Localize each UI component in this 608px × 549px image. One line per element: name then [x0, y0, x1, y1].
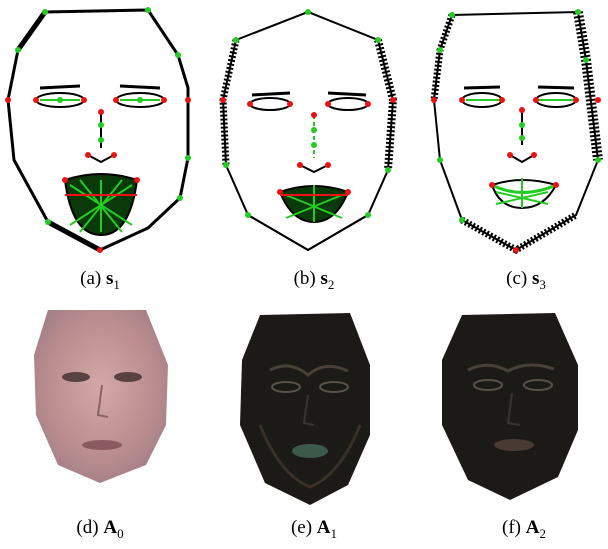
caption-d: (d) A0: [40, 517, 160, 542]
face-mesh-s3: [416, 0, 608, 260]
panel-shape-s3: [416, 0, 608, 260]
caption-a: (a) s1: [40, 268, 160, 293]
caption-c: (c) s3: [466, 268, 586, 293]
mean-face-image: [28, 305, 178, 485]
panel-shape-s1: [0, 0, 200, 260]
panel-appearance-A2: [430, 305, 590, 500]
panel-appearance-A0: [28, 305, 178, 485]
mode2-face-image: [430, 305, 590, 500]
caption-e: (e) A1: [254, 517, 374, 542]
caption-b: (b) s2: [254, 268, 374, 293]
panel-shape-s2: [208, 0, 408, 260]
caption-f: (f) A2: [464, 517, 584, 542]
face-mesh-s2: [208, 0, 408, 260]
mode1-face-image: [230, 305, 380, 505]
face-mesh-s1: [0, 0, 200, 260]
panel-appearance-A1: [230, 305, 380, 505]
